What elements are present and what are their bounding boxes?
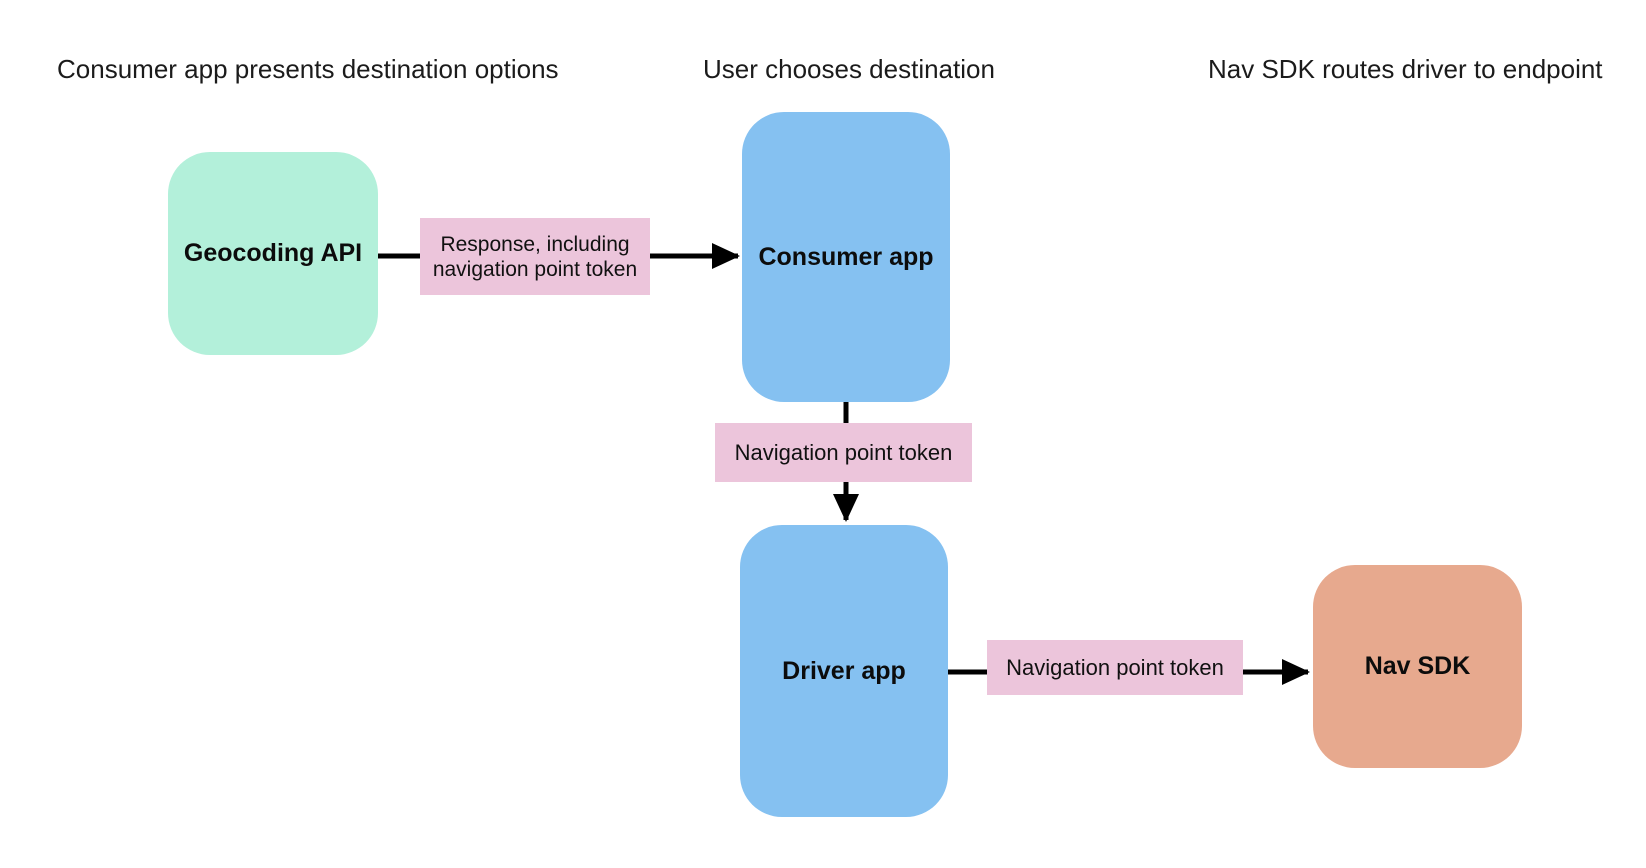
edge-label-navigation-point-token-2-text: Navigation point token	[1006, 654, 1224, 680]
edge-label-navigation-point-token-1: Navigation point token	[715, 423, 972, 482]
edge-label-navigation-point-token-2: Navigation point token	[987, 640, 1243, 695]
node-nav-sdk-label: Nav SDK	[1364, 652, 1471, 680]
node-geocoding-api: Geocoding API	[168, 152, 378, 355]
stage-header-consumer-presents: Consumer app presents destination option…	[57, 54, 559, 84]
node-driver-app-label: Driver app	[782, 656, 906, 685]
node-nav-sdk: Nav SDK	[1313, 565, 1522, 768]
node-consumer-app-label: Consumer app	[758, 242, 934, 271]
edge-label-response-token: Response, including navigation point tok…	[420, 218, 650, 295]
stage-header-user-chooses: User chooses destination	[703, 54, 995, 84]
edge-label-response-token-text: Response, including navigation point tok…	[432, 232, 638, 281]
node-consumer-app: Consumer app	[742, 112, 950, 402]
node-driver-app: Driver app	[740, 525, 948, 817]
node-geocoding-api-label: Geocoding API	[183, 239, 363, 267]
stage-header-navsdk-routes: Nav SDK routes driver to endpoint	[1208, 54, 1603, 84]
edge-label-navigation-point-token-1-text: Navigation point token	[734, 439, 953, 465]
